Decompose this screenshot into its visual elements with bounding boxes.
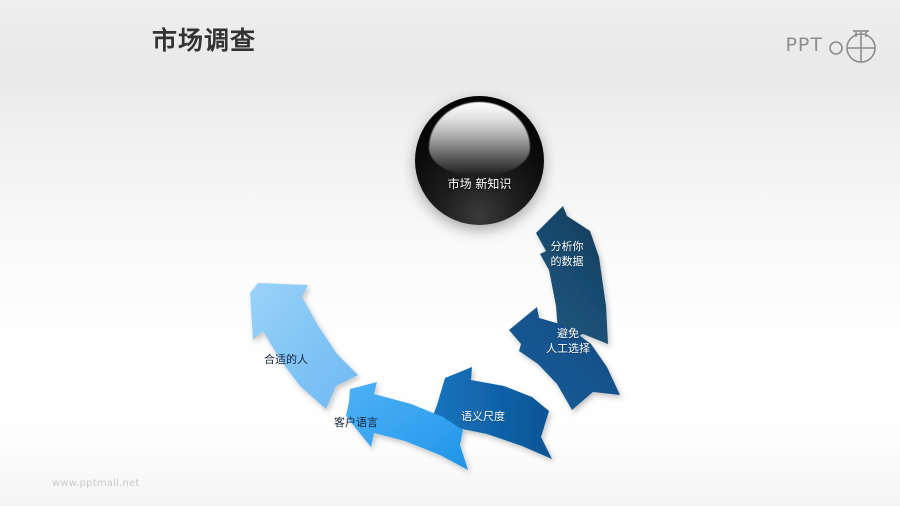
center-sphere: 市场 新知识: [415, 96, 544, 225]
arrow-step-avoid-manual-selection[interactable]: [509, 307, 620, 410]
page-title: 市场调查: [152, 26, 257, 55]
arrow-step-right-people[interactable]: [250, 283, 358, 409]
footer-watermark: www.pptmall.net: [52, 478, 140, 489]
arrow-step-semantic-scale[interactable]: [432, 367, 552, 459]
sphere-gloss-highlight: [429, 102, 530, 176]
brand-logo: PPT: [785, 26, 882, 64]
arrow-step-customer-language[interactable]: [346, 382, 468, 470]
circle-icon: [829, 30, 876, 63]
center-sphere-label: 市场 新知识: [447, 177, 512, 192]
arrow-step-analyze-your-data[interactable]: [536, 206, 608, 345]
crossed-circle-icon: [846, 30, 876, 63]
logo-text: PPT: [785, 34, 823, 56]
